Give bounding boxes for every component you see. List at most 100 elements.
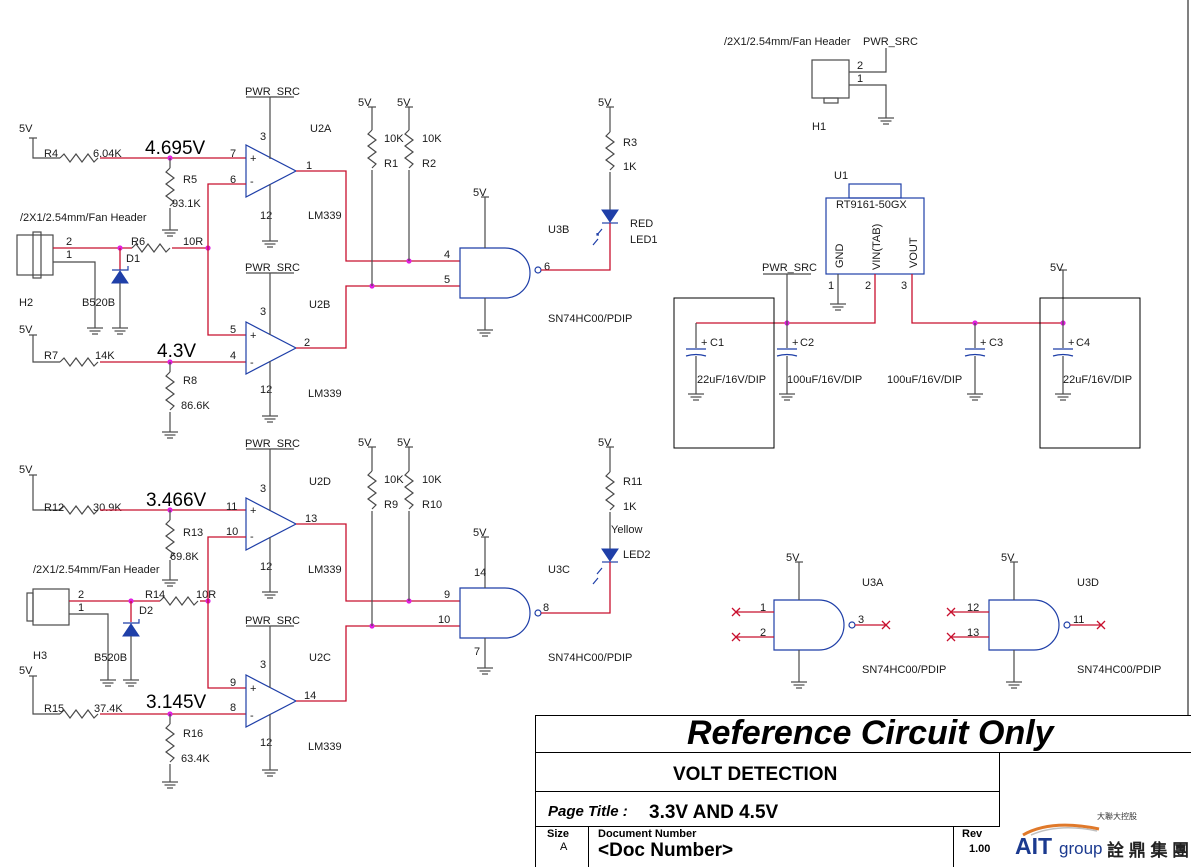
value-r8: 86.6K: [181, 400, 210, 412]
value-c2: 100uF/16V/DIP: [787, 374, 862, 386]
label-lm339-d: LM339: [308, 564, 342, 576]
label-u2d: U2D: [309, 476, 331, 488]
label-5v-r7: 5V: [19, 324, 33, 336]
pin-u3d-11: 11: [1073, 614, 1084, 626]
pin-u1-3: 3: [901, 280, 907, 292]
pin-u3a-1: 1: [760, 602, 766, 614]
svg-text:+: +: [250, 153, 256, 165]
pin-u3c-10: 10: [438, 614, 450, 626]
label-sn74-u3c: SN74HC00/PDIP: [548, 652, 632, 664]
value-r5: 93.1K: [172, 198, 201, 210]
plus-c3: +: [980, 337, 986, 349]
label-u1-vin: VIN(TAB): [871, 224, 883, 270]
pin-u2d-13: 13: [305, 513, 317, 525]
label-5v-r3: 5V: [598, 97, 612, 109]
pin-h3-1: 1: [78, 602, 84, 614]
pin-u1-1: 1: [828, 280, 834, 292]
nand-gate-u3c: [459, 587, 531, 639]
label-r1: R1: [384, 158, 398, 170]
regulator-u1: U1 RT9161-50GX GND VIN(TAB) VOUT 1 2 3 P…: [673, 170, 1141, 449]
label-d1: D1: [126, 253, 140, 265]
label-sn74-u3a: SN74HC00/PDIP: [862, 664, 946, 676]
resistor-r9: [367, 470, 377, 510]
value-c1: 22uF/16V/DIP: [697, 374, 766, 386]
pin-u3c-8: 8: [543, 602, 549, 614]
label-b520b-2: B520B: [94, 652, 127, 664]
rev-value: 1.00: [969, 843, 991, 855]
label-h2: H2: [19, 297, 33, 309]
label-lm339-a: LM339: [308, 210, 342, 222]
heading-reference-circuit: Reference Circuit Only: [687, 714, 1054, 752]
pin-u2b-2: 2: [304, 337, 310, 349]
label-5v-r1: 5V: [358, 97, 372, 109]
value-r4: 6.04K: [93, 148, 122, 160]
label-r11: R11: [623, 476, 642, 488]
label-lm339-b: LM339: [308, 388, 342, 400]
svg-text:-: -: [250, 357, 254, 369]
label-h1: H1: [812, 121, 826, 133]
pin-u3a-3: 3: [858, 614, 864, 626]
value-r6: 10R: [183, 236, 203, 248]
label-rt9161: RT9161-50GX: [836, 199, 907, 211]
label-5v-r10: 5V: [397, 437, 411, 449]
label-5v-u3c: 5V: [473, 527, 487, 539]
pin-u2a-7: 7: [230, 148, 236, 160]
pin-u3c-14: 14: [474, 567, 486, 579]
pin-u2a-12: 12: [260, 210, 272, 222]
pin-u1-2: 2: [865, 280, 871, 292]
label-5v-c4: 5V: [1050, 262, 1064, 274]
block-lower-comparators: 5V R12 30.9K 3.466V R13 69.8K + - 11 10 …: [19, 437, 651, 789]
value-r7: 14K: [95, 350, 115, 362]
voltage-3145: 3.145V: [146, 692, 207, 713]
pin-u2a-3: 3: [260, 131, 266, 143]
pin-u3c-7: 7: [474, 646, 480, 658]
vcc-symbol-r4: [28, 137, 38, 153]
label-u1: U1: [834, 170, 848, 182]
comparator-u2a: [245, 144, 298, 198]
diode-d2: [122, 623, 140, 637]
doc-number-label: Document Number: [598, 828, 697, 840]
logo-small-text: 大聯大控股: [1097, 812, 1137, 821]
svg-text:-: -: [250, 176, 254, 188]
value-r14: 10R: [196, 589, 216, 601]
resistor-r2: [404, 129, 414, 169]
label-pwrsrc-u2d: PWR_SRC: [245, 438, 300, 450]
doc-number-value: <Doc Number>: [598, 840, 734, 861]
pin-u2b-12: 12: [260, 384, 272, 396]
pin-h1-1: 1: [857, 73, 863, 85]
pin-u2b-5: 5: [230, 324, 236, 336]
header-h1: /2X1/2.54mm/Fan Header PWR_SRC 2 1 H1: [724, 36, 918, 133]
led-led2: [601, 548, 619, 562]
svg-text:+: +: [250, 505, 256, 517]
logo-ait: AIT: [1015, 833, 1053, 859]
value-c4: 22uF/16V/DIP: [1063, 374, 1132, 386]
nand-gate-u3b: [459, 247, 531, 299]
label-u2a: U2A: [310, 123, 332, 135]
nand-gate-u3d: [988, 599, 1060, 651]
label-5v-u3d: 5V: [1001, 552, 1015, 564]
voltage-43: 4.3V: [157, 341, 196, 362]
value-c3: 100uF/16V/DIP: [887, 374, 962, 386]
label-sn74-u3d: SN74HC00/PDIP: [1077, 664, 1161, 676]
pin-h1-2: 2: [857, 60, 863, 72]
label-5v-r4: 5V: [19, 123, 33, 135]
label-r13: R13: [183, 527, 203, 539]
label-r16: R16: [183, 728, 203, 740]
label-c3: C3: [989, 337, 1003, 349]
label-u2c: U2C: [309, 652, 331, 664]
pin-u3b-5: 5: [444, 274, 450, 286]
label-pwrsrc-u2a: PWR_SRC: [245, 86, 300, 98]
label-u3c: U3C: [548, 564, 570, 576]
pin-u2a-1: 1: [306, 160, 312, 172]
label-fanheader-h2: /2X1/2.54mm/Fan Header: [20, 212, 147, 224]
value-r12: 30.9K: [93, 502, 122, 514]
pin-u3c-9: 9: [444, 589, 450, 601]
pin-u3b-4: 4: [444, 249, 450, 261]
pin-u2b-3: 3: [260, 306, 266, 318]
label-r7: R7: [44, 350, 58, 362]
resistor-r14: [159, 596, 199, 606]
label-d2: D2: [139, 605, 153, 617]
comparator-u2d: [245, 497, 298, 551]
pin-u2a-6: 6: [230, 174, 236, 186]
